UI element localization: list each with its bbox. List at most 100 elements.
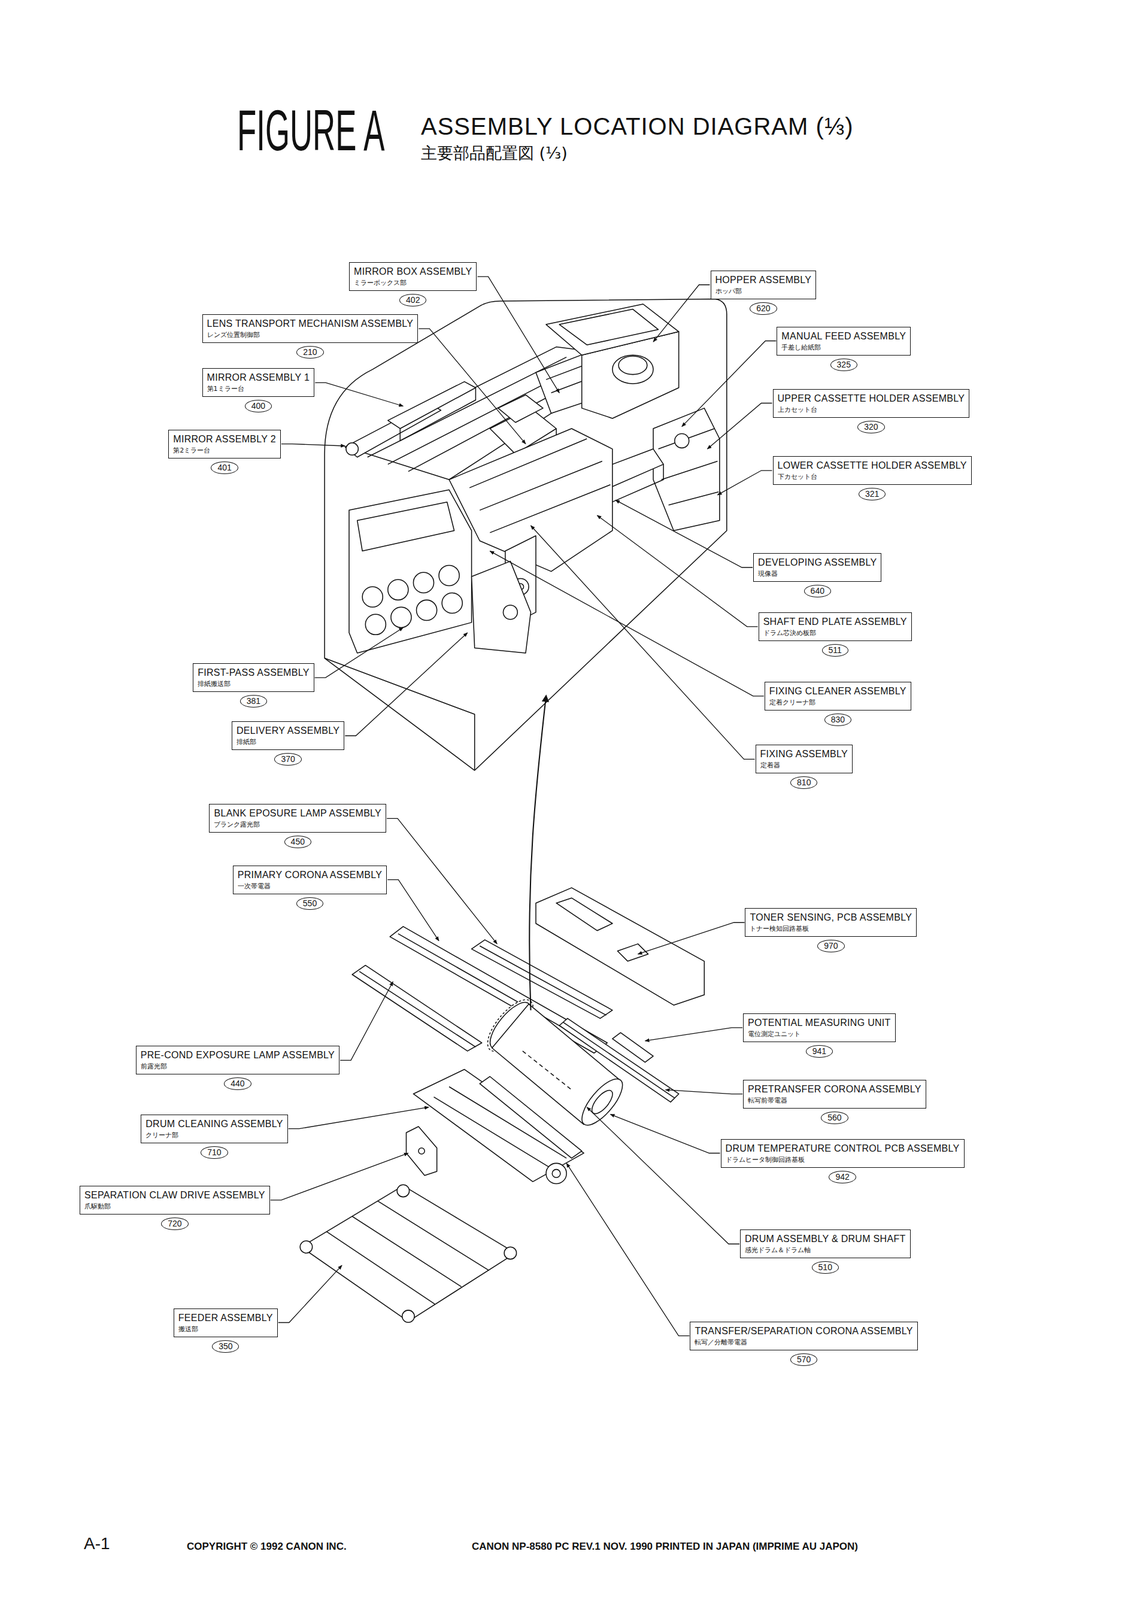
part-name: HOPPER ASSEMBLY bbox=[715, 273, 812, 287]
part-name-japanese: レンズ位置制御部 bbox=[207, 330, 414, 341]
feeder-unit bbox=[396, 1184, 409, 1197]
lens-block bbox=[498, 395, 544, 423]
callout-number: 570 bbox=[796, 1354, 811, 1366]
leader-line bbox=[681, 341, 777, 427]
callout-box: BLANK EPOSURE LAMP ASSEMBLYブランク露光部 bbox=[208, 804, 387, 833]
callout-box: MIRROR BOX ASSEMBLYミラーボックス部 bbox=[349, 262, 477, 291]
part-name-japanese: 定着器 bbox=[760, 760, 848, 771]
mirror-carriage bbox=[346, 443, 359, 456]
copyright-note: COPYRIGHT © 1992 CANON INC. bbox=[186, 1540, 347, 1554]
part-name: LOWER CASSETTE HOLDER ASSEMBLY bbox=[777, 459, 967, 473]
part-name: MANUAL FEED ASSEMBLY bbox=[781, 329, 906, 344]
part-name-japanese: トナー検知回路基板 bbox=[749, 924, 912, 935]
callout-number: 321 bbox=[865, 489, 879, 500]
callout-number-oval: 320 bbox=[857, 420, 885, 434]
callout-number-oval: 941 bbox=[805, 1045, 833, 1058]
callout-box: FIXING CLEANER ASSEMBLY定着クリーナ部 bbox=[764, 681, 912, 711]
part-name: FIXING ASSEMBLY bbox=[760, 747, 848, 761]
copier-housing bbox=[324, 298, 727, 771]
blank-exposure-lamp bbox=[471, 940, 613, 1019]
callout-number-oval: 510 bbox=[811, 1261, 839, 1275]
leader-line bbox=[281, 444, 345, 447]
callout-number: 402 bbox=[405, 295, 420, 306]
copier-housing bbox=[324, 298, 727, 771]
leader-line bbox=[344, 632, 468, 736]
part-name-japanese: ミラーボックス部 bbox=[353, 278, 472, 288]
mirror-carriage bbox=[344, 381, 476, 458]
callout-box: UPPER CASSETTE HOLDER ASSEMBLY上カセット台 bbox=[772, 389, 970, 418]
part-name: LENS TRANSPORT MECHANISM ASSEMBLY bbox=[207, 317, 414, 331]
callout-box: MANUAL FEED ASSEMBLY手差し給紙部 bbox=[776, 326, 911, 356]
callout-number-oval: 640 bbox=[804, 584, 832, 598]
part-name: TONER SENSING, PCB ASSEMBLY bbox=[749, 911, 912, 925]
feeder-unit bbox=[326, 1201, 490, 1305]
callout-box: PRIMARY CORONA ASSEMBLY一次帯電器 bbox=[232, 865, 388, 895]
part-name-japanese: ブランク露光部 bbox=[213, 820, 382, 830]
part-name: MIRROR BOX ASSEMBLY bbox=[353, 265, 472, 279]
callout-box: DRUM CLEANING ASSEMBLYクリーナ部 bbox=[140, 1114, 288, 1144]
callout-number-oval: 381 bbox=[240, 695, 268, 708]
delivery-unit bbox=[365, 614, 386, 635]
callout-number: 560 bbox=[827, 1113, 842, 1124]
part-name-japanese: 前露光部 bbox=[140, 1062, 335, 1072]
callout-box: DEVELOPING ASSEMBLY現像器 bbox=[753, 553, 882, 582]
callout-number: 350 bbox=[218, 1341, 233, 1352]
part-name-japanese: 搬送部 bbox=[178, 1324, 274, 1335]
photosensitive-drum bbox=[492, 1004, 621, 1125]
callout-number: 400 bbox=[251, 401, 266, 412]
part-name: FEEDER ASSEMBLY bbox=[178, 1311, 274, 1325]
part-name: PRE-COND EXPOSURE LAMP ASSEMBLY bbox=[140, 1048, 335, 1063]
blank-exposure-lamp bbox=[471, 940, 613, 1019]
callout-box: TRANSFER/SEPARATION CORONA ASSEMBLY転写／分離… bbox=[689, 1322, 918, 1351]
callout-number-oval: 620 bbox=[749, 302, 777, 315]
callout-box: SEPARATION CLAW DRIVE ASSEMBLY爪駆動部 bbox=[79, 1186, 271, 1215]
part-name: DRUM TEMPERATURE CONTROL PCB ASSEMBLY bbox=[725, 1142, 960, 1156]
callout-box: DRUM ASSEMBLY & DRUM SHAFT感光ドラム＆ドラム軸 bbox=[740, 1229, 911, 1259]
callout-number-oval: 450 bbox=[284, 835, 312, 849]
part-name: BLANK EPOSURE LAMP ASSEMBLY bbox=[213, 807, 382, 821]
callout-number-oval: 830 bbox=[824, 713, 852, 727]
part-name: UPPER CASSETTE HOLDER ASSEMBLY bbox=[777, 392, 966, 406]
delivery-unit bbox=[349, 489, 531, 654]
hopper bbox=[546, 304, 679, 419]
callout-number-oval: 970 bbox=[817, 940, 845, 953]
part-name-japanese: 第2ミラー台 bbox=[173, 446, 277, 456]
callout-number-oval: 325 bbox=[830, 358, 858, 372]
part-name-japanese: 爪駆動部 bbox=[84, 1202, 266, 1212]
cassette-holder bbox=[674, 434, 690, 449]
callout-box: SHAFT END PLATE ASSEMBLYドラム芯決め板部 bbox=[758, 612, 912, 642]
callout-number: 401 bbox=[217, 462, 232, 473]
delivery-unit bbox=[438, 565, 460, 586]
callout-number-oval: 210 bbox=[296, 346, 324, 359]
callout-number: 640 bbox=[810, 586, 825, 597]
part-name: POTENTIAL MEASURING UNIT bbox=[747, 1016, 891, 1030]
delivery-unit bbox=[471, 561, 532, 654]
part-name: SHAFT END PLATE ASSEMBLY bbox=[763, 615, 908, 629]
leader-line bbox=[566, 1163, 690, 1336]
feeder-unit bbox=[301, 1186, 516, 1323]
leader-line bbox=[278, 1265, 342, 1324]
delivery-unit bbox=[349, 489, 472, 654]
part-name-japanese: 感光ドラム＆ドラム軸 bbox=[744, 1245, 906, 1256]
leader-line bbox=[530, 525, 755, 760]
callout-number-oval: 370 bbox=[274, 753, 302, 766]
leader-line bbox=[707, 403, 772, 450]
callout-box: LENS TRANSPORT MECHANISM ASSEMBLYレンズ位置制御… bbox=[202, 314, 419, 344]
pre-cond-exposure-lamp bbox=[352, 965, 482, 1052]
feeder-unit bbox=[402, 1310, 415, 1323]
hopper bbox=[612, 355, 654, 384]
callout-box: POTENTIAL MEASURING UNIT電位測定ユニット bbox=[743, 1013, 896, 1043]
part-name: SEPARATION CLAW DRIVE ASSEMBLY bbox=[84, 1189, 266, 1203]
leader-line bbox=[596, 515, 758, 627]
part-name: DRUM ASSEMBLY & DRUM SHAFT bbox=[744, 1232, 906, 1246]
part-name-japanese: 転写／分離帯電器 bbox=[694, 1338, 913, 1348]
pre-cond-exposure-lamp bbox=[359, 971, 476, 1048]
leader-line bbox=[340, 981, 393, 1061]
leader-line bbox=[288, 1107, 429, 1130]
leader-line bbox=[489, 551, 764, 697]
callout-number-oval: 402 bbox=[399, 293, 427, 307]
part-name: FIXING CLEANER ASSEMBLY bbox=[769, 684, 907, 699]
callout-number: 620 bbox=[756, 303, 770, 314]
part-name: FIRST-PASS ASSEMBLY bbox=[197, 666, 310, 680]
callout-number-oval: 942 bbox=[828, 1171, 856, 1184]
